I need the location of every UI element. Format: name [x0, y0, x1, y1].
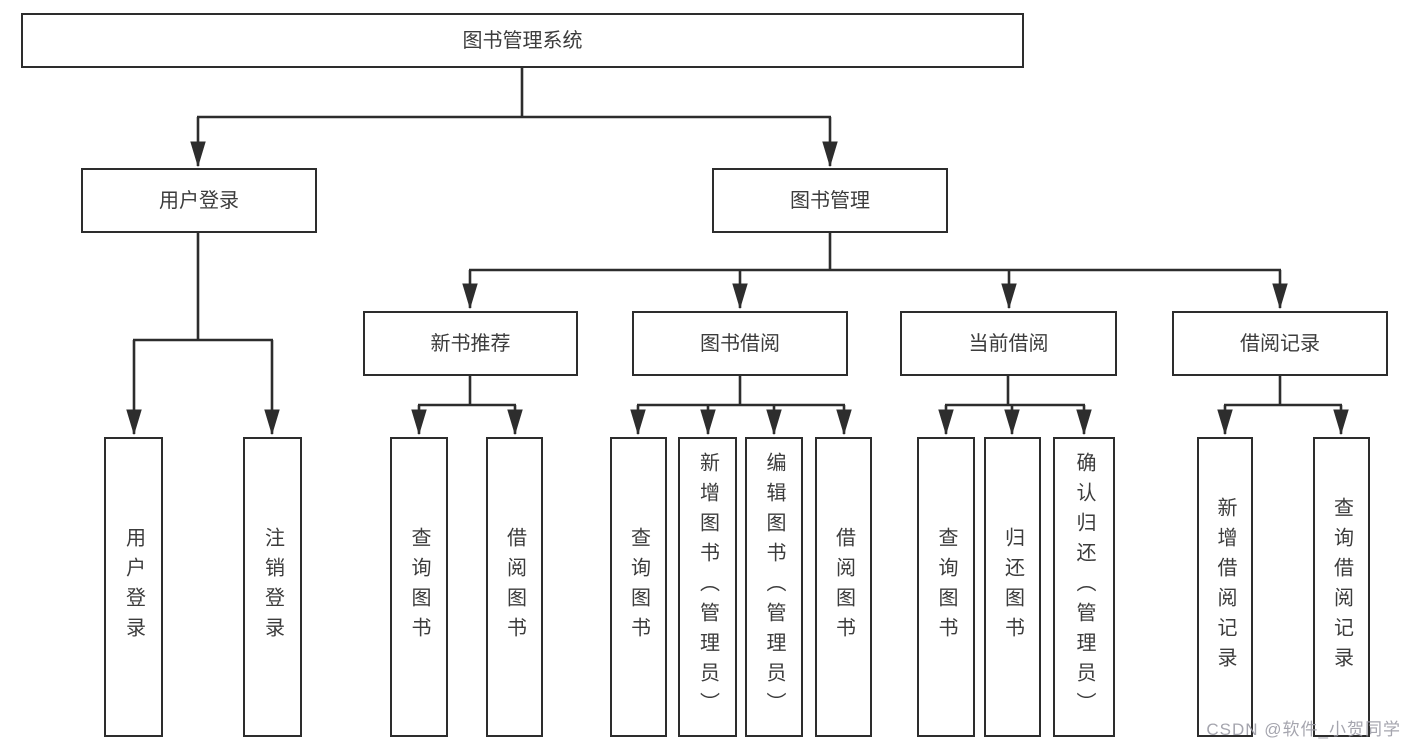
node-label: 图书管理: [790, 189, 870, 212]
leaf-current-query-books: 查询图书: [917, 437, 975, 737]
node-current-borrow: 当前借阅: [900, 311, 1117, 376]
node-borrow-records: 借阅记录: [1172, 311, 1388, 376]
watermark: CSDN @软件_小贺同学: [1206, 720, 1401, 739]
node-label: 新书推荐: [430, 332, 511, 355]
leaf-recommend-borrow-books: 借阅图书: [486, 437, 543, 737]
leaf-records-add-record: 新增借阅记录: [1197, 437, 1253, 737]
node-label: 查询图书: [408, 527, 430, 647]
node-label: 查询借阅记录: [1330, 497, 1353, 677]
node-label: 新增借阅记录: [1214, 497, 1236, 677]
leaf-current-return-books: 归还图书: [984, 437, 1041, 737]
leaf-user-login: 用户登录: [104, 437, 163, 737]
node-book-borrow: 图书借阅: [632, 311, 848, 376]
leaf-borrow-query-books: 查询图书: [610, 437, 667, 737]
node-user-login: 用户登录: [81, 168, 317, 233]
node-label: 图书借阅: [700, 332, 780, 355]
node-label: 确认归还（管理员）: [1073, 452, 1095, 722]
node-label: 新增图书（管理员）: [696, 452, 719, 722]
node-label: 图书管理系统: [462, 29, 583, 52]
node-label: 用户登录: [159, 189, 239, 212]
leaf-borrow-borrow-books: 借阅图书: [815, 437, 872, 737]
node-new-book-recommend: 新书推荐: [363, 311, 578, 376]
node-label: 借阅图书: [503, 527, 526, 647]
node-label: 当前借阅: [968, 332, 1049, 355]
leaf-borrow-add-books-admin: 新增图书（管理员）: [678, 437, 737, 737]
leaf-logout: 注销登录: [243, 437, 302, 737]
node-label: 查询图书: [627, 527, 650, 647]
node-label: 归还图书: [1001, 527, 1024, 647]
node-label: 编辑图书（管理员）: [763, 452, 785, 722]
leaf-records-query-record: 查询借阅记录: [1313, 437, 1370, 737]
node-label: 用户登录: [122, 527, 145, 647]
leaf-recommend-query-books: 查询图书: [390, 437, 448, 737]
node-root: 图书管理系统: [21, 13, 1024, 68]
node-label: 查询图书: [935, 527, 957, 647]
node-label: 注销登录: [261, 527, 284, 647]
leaf-current-confirm-return-admin: 确认归还（管理员）: [1053, 437, 1115, 737]
node-book-management: 图书管理: [712, 168, 948, 233]
node-label: 借阅记录: [1240, 332, 1320, 355]
node-label: 借阅图书: [832, 527, 855, 647]
leaf-borrow-edit-books-admin: 编辑图书（管理员）: [745, 437, 803, 737]
